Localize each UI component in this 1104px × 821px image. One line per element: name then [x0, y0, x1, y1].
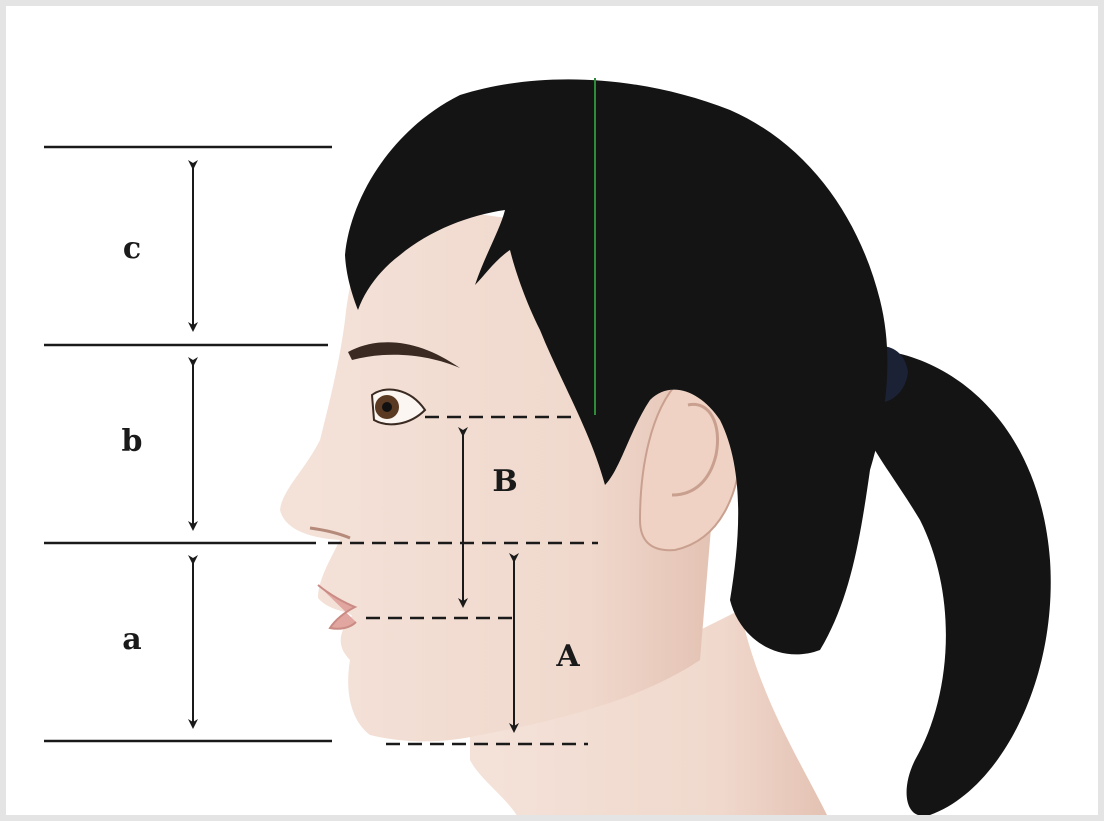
pupil — [382, 402, 392, 412]
label-b: b — [122, 424, 143, 459]
label-a: a — [122, 622, 141, 657]
label-A: A — [555, 639, 580, 674]
label-c: c — [123, 231, 141, 266]
label-B: B — [492, 464, 517, 499]
